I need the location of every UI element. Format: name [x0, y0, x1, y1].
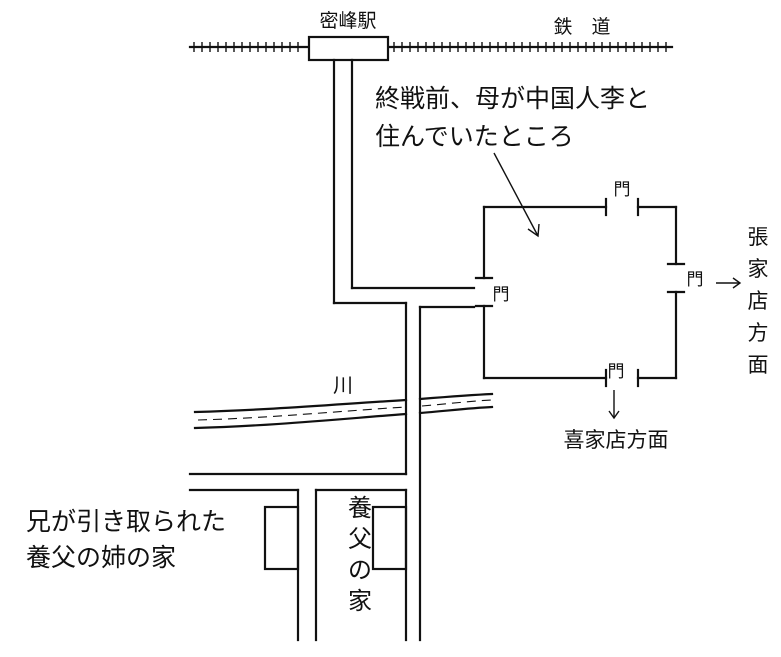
- sister-home-line-2: 養父の姉の家: [26, 543, 176, 572]
- railway-label: 鉄 道: [553, 16, 610, 38]
- adoptive-home-char-1: 父: [348, 525, 372, 553]
- river-label: 川: [333, 373, 353, 397]
- station-label: 密峰駅: [319, 10, 376, 32]
- gate-right-label: 門: [687, 270, 704, 290]
- sister-house-rect: [263, 505, 300, 571]
- east-direction-char-3: 方: [748, 321, 769, 345]
- sister-home-line-1: 兄が引き取られた: [26, 507, 226, 536]
- river: [193, 392, 494, 430]
- station-box: [307, 35, 390, 62]
- gate-left-label: 門: [493, 285, 510, 305]
- east-direction-char-2: 店: [748, 289, 769, 313]
- railway-track: [188, 42, 674, 52]
- gate-top-label: 門: [614, 180, 631, 200]
- adoptive-home-char-2: の: [348, 556, 372, 584]
- south-direction-label: 喜家店方面: [564, 428, 669, 452]
- east-direction-char-1: 家: [748, 257, 769, 281]
- note-line-1: 終戦前、母が中国人李と: [375, 84, 650, 113]
- compound-walls: [474, 197, 686, 388]
- east-arrow: [716, 277, 742, 289]
- note-leader-arrow: [493, 152, 540, 238]
- south-arrow: [608, 390, 620, 420]
- gate-bottom-label: 門: [608, 362, 625, 382]
- adoptive-home-char-3: 家: [348, 587, 372, 615]
- adoptive-house-rect: [371, 505, 408, 571]
- note-line-2: 住んでいたところ: [375, 122, 574, 151]
- main-road: [332, 58, 476, 642]
- adoptive-home-char-0: 養: [348, 494, 372, 522]
- east-direction-char-0: 張: [748, 225, 769, 249]
- east-direction-char-4: 面: [748, 353, 769, 377]
